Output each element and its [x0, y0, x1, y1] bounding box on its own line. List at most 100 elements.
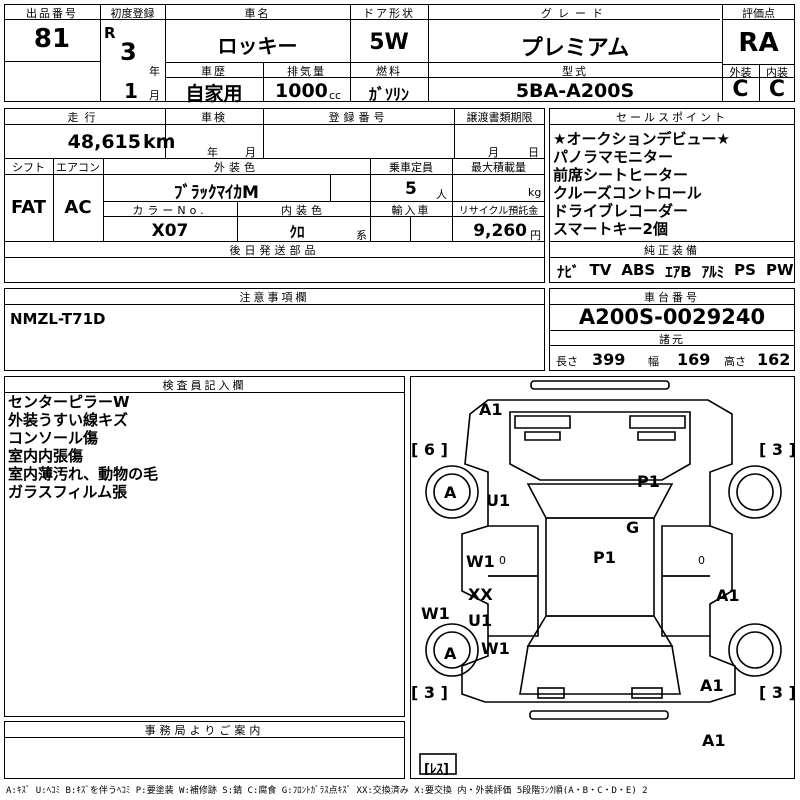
inspector-note: センターピラーW	[8, 393, 130, 411]
damage-mark-wheel-rl: A	[444, 644, 457, 663]
length: 399	[592, 350, 626, 369]
divider	[165, 4, 166, 102]
spare-tire-label: [ﾚｽ]	[424, 762, 449, 777]
chassis-number: A200S-0029240	[578, 305, 766, 329]
divider	[549, 124, 795, 125]
divider	[4, 392, 405, 393]
wheel-front-left-inner	[433, 473, 471, 511]
model-label: 型式	[562, 65, 588, 78]
car-body-diagram	[419, 380, 782, 775]
capacity-label: 乗車定員	[389, 161, 433, 174]
inspector-note: 外装うすい線キズ	[8, 411, 129, 429]
interior-color-unit: 系	[356, 229, 367, 242]
damage-mark-a1-front: A1	[479, 400, 503, 419]
damage-mark-xx: XX	[468, 585, 493, 604]
front-section	[509, 411, 691, 481]
recycle-fee: 9,260	[473, 221, 527, 241]
divider	[549, 330, 795, 331]
damage-mark-u1-front: U1	[486, 491, 511, 510]
divider	[722, 64, 795, 65]
color-number-label: カラーNo.	[132, 204, 208, 217]
divider	[410, 216, 411, 241]
height: 162	[757, 350, 791, 369]
month-unit: 月	[149, 89, 160, 102]
era-letter: R	[104, 24, 116, 42]
rear-bumper	[529, 710, 669, 720]
model-code: 5BA-A200S	[515, 80, 635, 102]
inspector-note: 室内薄汚れ、動物の毛	[8, 465, 159, 483]
divider	[165, 77, 722, 78]
divider	[722, 19, 795, 20]
divider	[263, 62, 264, 102]
payload-unit: kg	[528, 186, 542, 199]
door-label: ドア形状	[363, 7, 415, 20]
sales-points-label: セールスポイント	[616, 111, 728, 124]
sales-points-list: ★オークションデビュー★ パノラマモニター 前席シートヒーター クルーズコントロ…	[553, 130, 730, 238]
score-label: 評価点	[742, 7, 775, 20]
car-name: ロッキー	[217, 34, 298, 58]
divider	[428, 4, 429, 62]
width: 169	[677, 350, 711, 369]
tire-count-front-right: [ 3 ]	[759, 440, 796, 459]
rear-window	[526, 615, 674, 647]
divider	[103, 216, 545, 217]
wheel-rear-left-inner	[433, 631, 471, 669]
wheel-rear-right	[728, 623, 782, 677]
transfer-month-unit: 月	[488, 146, 499, 159]
transfer-deadline-label: 譲渡書類期限	[466, 111, 533, 124]
door-mark-right: 0	[698, 554, 705, 567]
sales-point: ドライブレコーダー	[553, 202, 689, 220]
exterior-grade: C	[732, 77, 749, 102]
chassis-label: 車台番号	[644, 291, 700, 304]
office-box	[4, 721, 405, 779]
office-label: 事務局よりご案内	[144, 724, 265, 737]
later-parts-label: 後日発送部品	[229, 244, 320, 257]
divider	[4, 158, 545, 159]
tire-count-front-left: [ 6 ]	[411, 440, 448, 459]
notes-label: 注意事項欄	[239, 291, 310, 304]
divider	[452, 158, 453, 241]
history: 自家用	[185, 83, 243, 105]
damage-mark-p1-hood: P1	[637, 472, 660, 491]
registration-month: 1	[124, 79, 138, 103]
sales-point: 前席シートヒーター	[553, 166, 689, 184]
divider	[53, 158, 54, 241]
damage-mark-u1-left: U1	[468, 611, 493, 630]
tail-light-left	[537, 687, 565, 699]
equipment-item: TV	[589, 261, 612, 279]
headlight-right	[629, 415, 686, 429]
car-name-label: 車名	[244, 7, 271, 20]
sales-point: パノラマモニター	[553, 148, 674, 166]
divider	[100, 4, 101, 102]
divider	[722, 77, 795, 78]
divider	[4, 241, 545, 242]
divider	[549, 257, 795, 258]
sales-points-box	[549, 108, 795, 283]
wheel-front-right	[728, 465, 782, 519]
tire-count-rear-right: [ 3 ]	[759, 683, 796, 702]
damage-mark-a1-rear: A1	[700, 676, 724, 695]
inspection-month-unit: 月	[245, 146, 256, 159]
sales-point: ★オークションデビュー★	[553, 130, 730, 148]
divider	[103, 201, 545, 202]
grade: プレミアム	[520, 36, 630, 61]
divider	[428, 62, 429, 102]
diagram-box	[410, 376, 795, 779]
shift-label: シフト	[12, 161, 45, 174]
year-unit: 年	[149, 65, 160, 78]
displacement-label: 排気量	[287, 65, 326, 78]
chassis-box	[549, 288, 795, 371]
grade-label: グレード	[541, 7, 609, 20]
sales-point: スマートキー2個	[553, 220, 668, 238]
equipment-item: ｴｱB	[665, 263, 692, 281]
sales-point: クルーズコントロール	[553, 184, 702, 202]
inspection-year-unit: 年	[207, 146, 218, 159]
exterior-label: 外装	[729, 66, 752, 79]
equipment-item: PW	[765, 261, 794, 279]
headlight-left	[514, 415, 571, 429]
divider	[454, 108, 455, 158]
damage-mark-wheel-fl: A	[444, 483, 457, 502]
capacity-unit: 人	[436, 188, 447, 201]
right-front-door	[661, 525, 710, 577]
damage-mark-w1-pillar: W1	[481, 639, 510, 658]
